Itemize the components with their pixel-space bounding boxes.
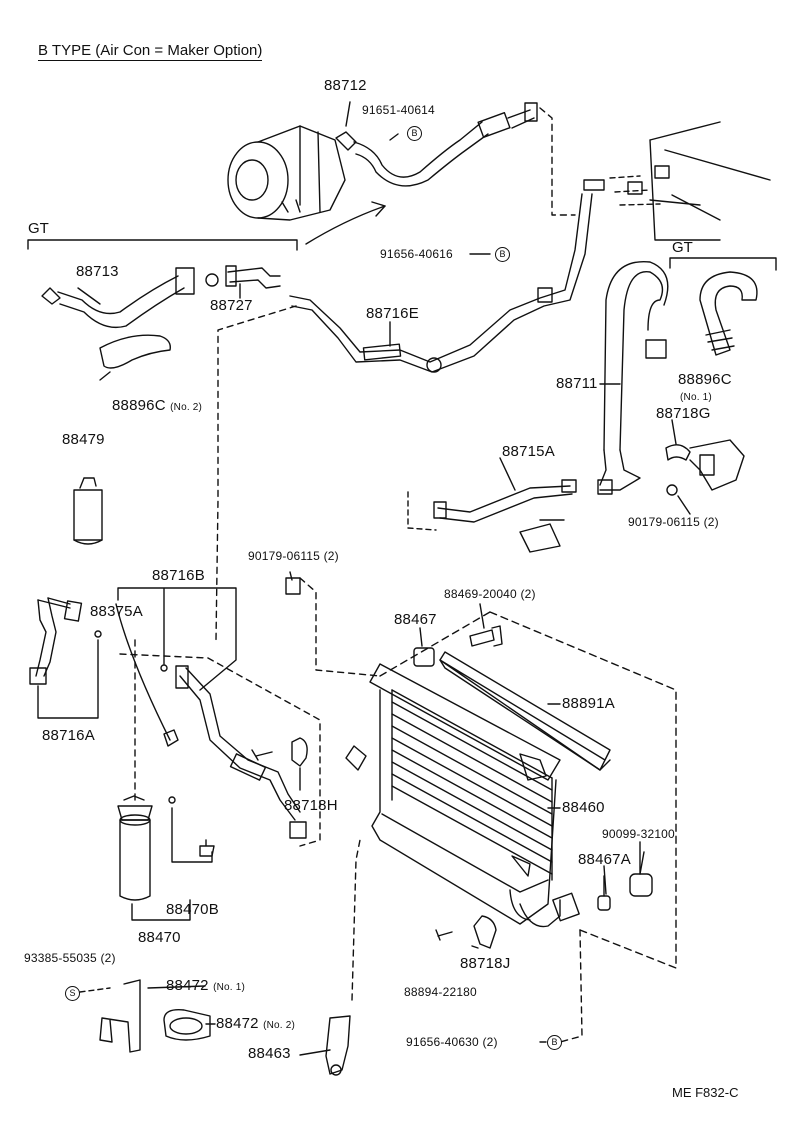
- part-88716B: 88716B: [152, 567, 205, 584]
- gt-label-right: GT: [672, 239, 693, 256]
- condenser: [345, 663, 580, 928]
- part-88472-no1: 88472 (No. 1): [166, 978, 245, 996]
- part-88463: 88463: [248, 1045, 291, 1062]
- part-88718J: 88718J: [460, 955, 511, 972]
- part-91656-40616: 91656-40616: [380, 247, 453, 261]
- part-88467A: 88467A: [578, 851, 631, 868]
- part-88470: 88470: [138, 929, 181, 946]
- part-number: 88472: [166, 977, 209, 994]
- part-90179-06115-right: 90179-06115 (2): [628, 515, 719, 529]
- gt-label-left: GT: [28, 220, 49, 237]
- part-88472-no2: 88472 (No. 2): [216, 1016, 295, 1034]
- part-suffix: (No. 2): [263, 1020, 296, 1031]
- hose-88713: [41, 267, 219, 329]
- part-90179-06115-left: 90179-06115 (2): [248, 549, 339, 563]
- part-suffix: (No. 1): [213, 982, 246, 993]
- part-88896C-no1-suffix: (No. 1): [680, 392, 712, 403]
- part-88896C-no2: 88896C (No. 2): [112, 398, 202, 416]
- circle-b-marker: B: [495, 247, 510, 262]
- part-93385-55035: 93385-55035 (2): [24, 951, 116, 965]
- part-88894-22180: 88894-22180: [404, 985, 477, 999]
- hose-88711: [597, 260, 669, 495]
- part-91656-40630: 91656-40630 (2): [406, 1035, 498, 1049]
- part-91651-40614: 91651-40614: [362, 103, 435, 117]
- part-88479: 88479: [62, 431, 105, 448]
- page-title: B TYPE (Air Con = Maker Option): [38, 42, 263, 61]
- circle-s-marker: S: [65, 986, 80, 1001]
- part-88891A: 88891A: [562, 695, 615, 712]
- hose-88712: [335, 102, 538, 187]
- part-number: 88472: [216, 1015, 259, 1032]
- receiver-drier: [117, 795, 153, 901]
- part-88460: 88460: [562, 799, 605, 816]
- part-88470B: 88470B: [166, 901, 219, 918]
- part-88716A: 88716A: [42, 727, 95, 744]
- part-88716E: 88716E: [366, 305, 419, 322]
- part-88896C-no1: 88896C: [678, 371, 732, 388]
- part-suffix: (No. 2): [170, 402, 203, 413]
- compressor-illustration: [227, 125, 346, 221]
- part-88375A: 88375A: [90, 603, 143, 620]
- part-88467: 88467: [394, 611, 437, 628]
- part-number: 88896C: [112, 397, 166, 414]
- part-88469-20040: 88469-20040 (2): [444, 587, 536, 601]
- figure-code: ME F832-C: [672, 1085, 739, 1100]
- part-88711: 88711: [556, 375, 598, 392]
- part-88712: 88712: [324, 77, 367, 94]
- part-88718G: 88718G: [656, 405, 711, 422]
- part-88713: 88713: [76, 263, 119, 280]
- circle-b-marker: B: [407, 126, 422, 141]
- part-88727: 88727: [210, 297, 253, 314]
- circle-b-marker: B: [547, 1035, 562, 1050]
- part-88715A: 88715A: [502, 443, 555, 460]
- part-88718H: 88718H: [284, 797, 338, 814]
- line-88716E: [289, 179, 605, 373]
- part-90099-32100: 90099-32100: [602, 827, 675, 841]
